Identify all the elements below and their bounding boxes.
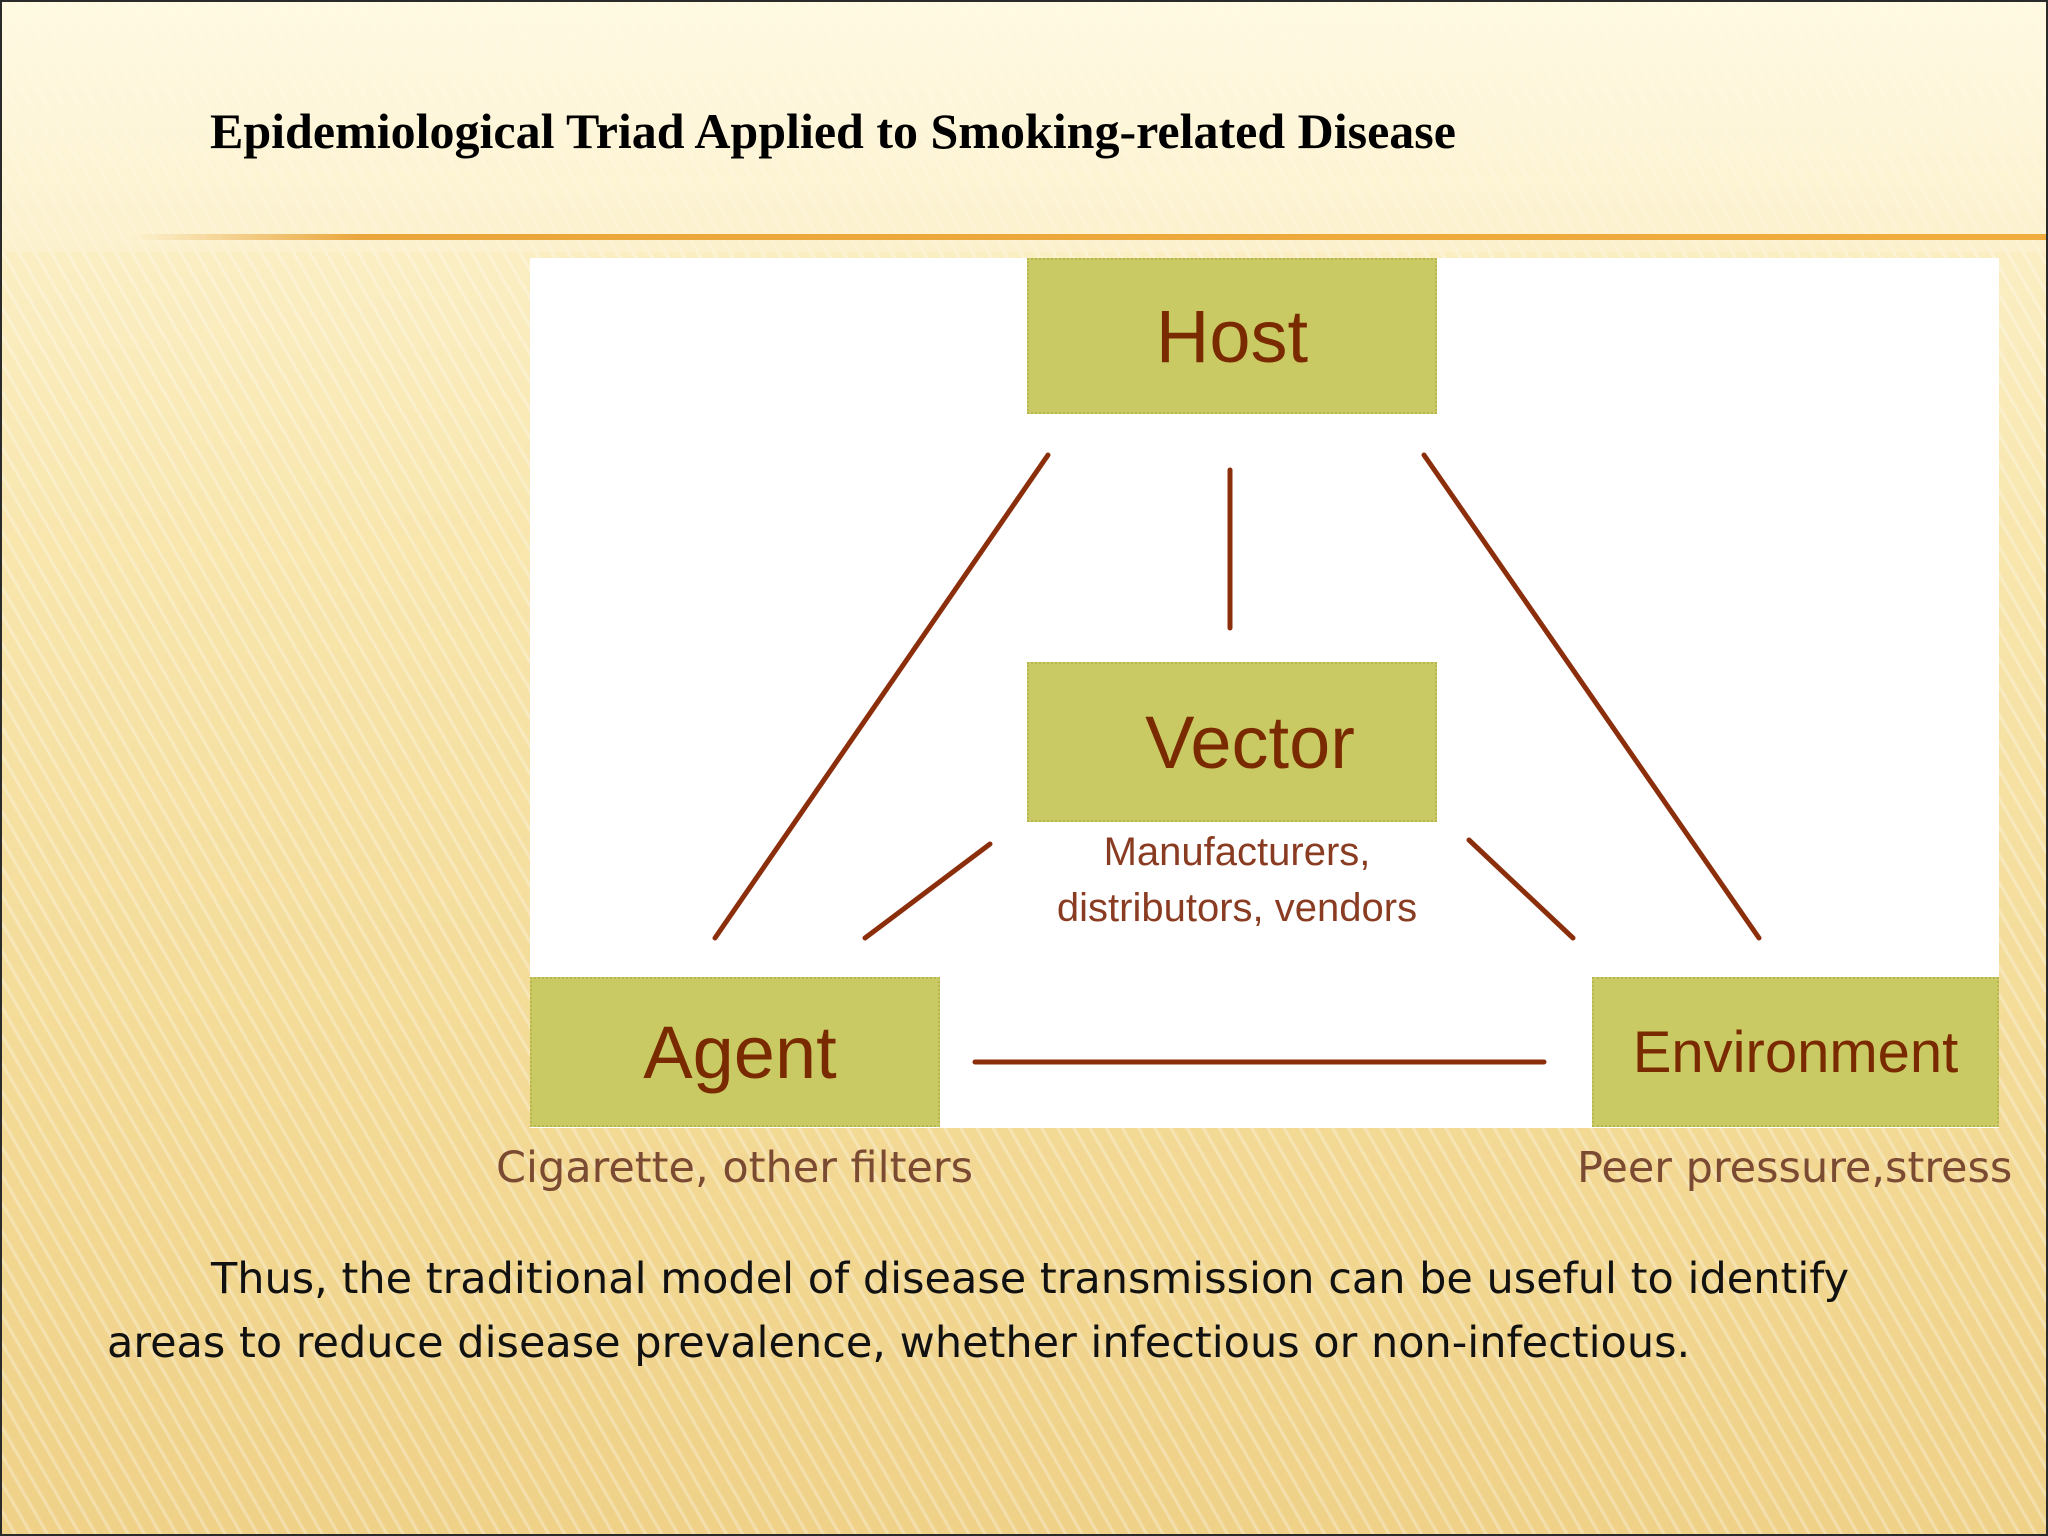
agent-caption: Cigarette, other filters — [496, 1143, 973, 1193]
body-line-1: Thus, the traditional model of disease t… — [211, 1254, 1850, 1304]
connector-vector-environment — [1466, 837, 1576, 941]
environment-caption: Peer pressure,stress — [1577, 1143, 2013, 1193]
connector-host-environment — [1421, 452, 1762, 941]
environment-node: Environment — [1592, 977, 1999, 1127]
vector-note-line-1: Manufacturers, — [1103, 830, 1371, 874]
vector-node: Vector — [1027, 662, 1437, 822]
slide-title: Epidemiological Triad Applied to Smoking… — [210, 103, 1456, 159]
body-line-2: areas to reduce disease prevalence, whet… — [107, 1318, 1691, 1368]
host-node: Host — [1027, 258, 1437, 414]
body-paragraph: Thus, the traditional model of disease t… — [107, 1247, 1957, 1375]
vector-label: Vector — [1145, 700, 1355, 784]
vector-note-line-2: distributors, vendors — [1056, 886, 1418, 930]
vector-note: Manufacturers, distributors, vendors — [1022, 824, 1452, 936]
connector-vector-agent — [862, 841, 993, 941]
title-divider — [132, 234, 2046, 240]
title-band — [2, 2, 2046, 252]
environment-label: Environment — [1632, 1019, 1959, 1085]
connector-host-agent — [712, 452, 1051, 941]
agent-node: Agent — [530, 977, 940, 1127]
host-label: Host — [1155, 294, 1309, 378]
agent-label: Agent — [643, 1010, 837, 1094]
